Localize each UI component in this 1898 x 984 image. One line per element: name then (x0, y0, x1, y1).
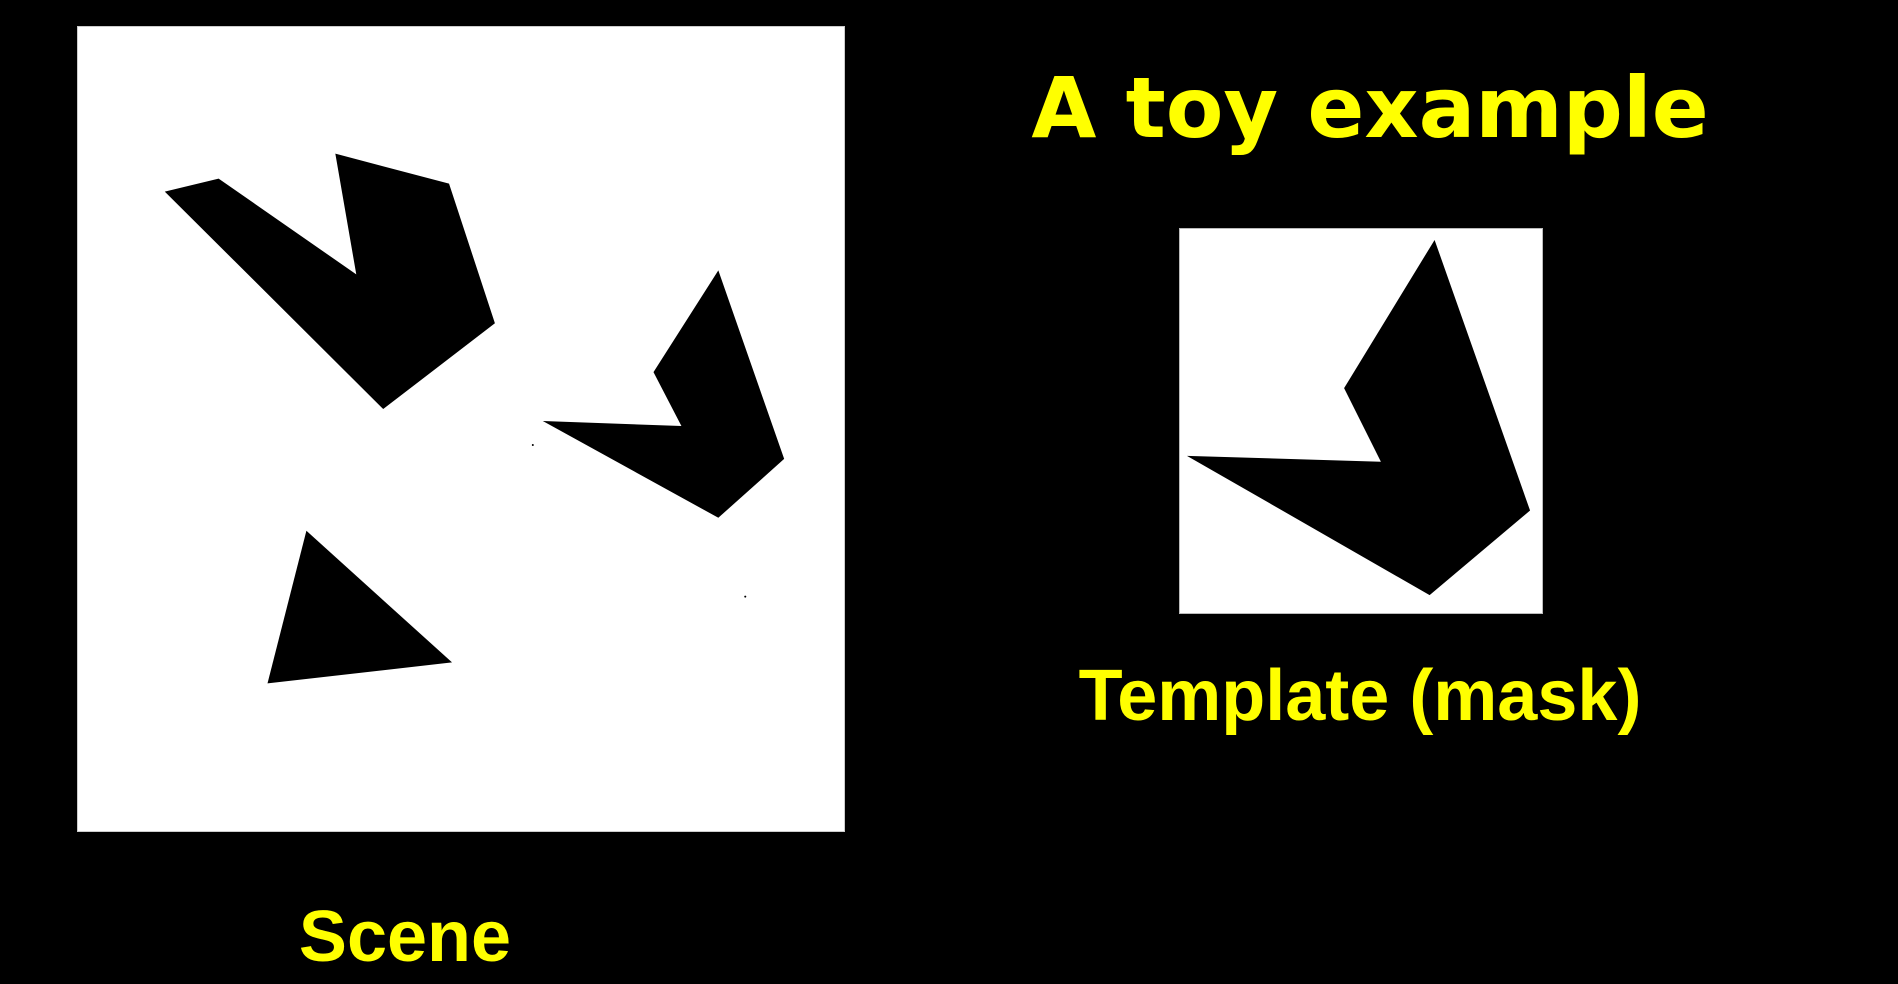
slide-title: A toy example (1031, 59, 1709, 157)
template-image (1179, 228, 1543, 614)
template-canvas (1186, 239, 1531, 596)
scene-shape-large (164, 153, 495, 410)
scene-speck (531, 443, 534, 446)
scene-image (77, 26, 845, 832)
scene-shape-triangle (267, 530, 453, 684)
scene-canvas (164, 153, 785, 684)
template-caption: Template (mask) (1078, 656, 1642, 736)
scene-caption: Scene (298, 897, 512, 977)
scene-speck (744, 595, 747, 598)
scene-shape-right (542, 270, 785, 518)
template-shape (1186, 239, 1531, 596)
